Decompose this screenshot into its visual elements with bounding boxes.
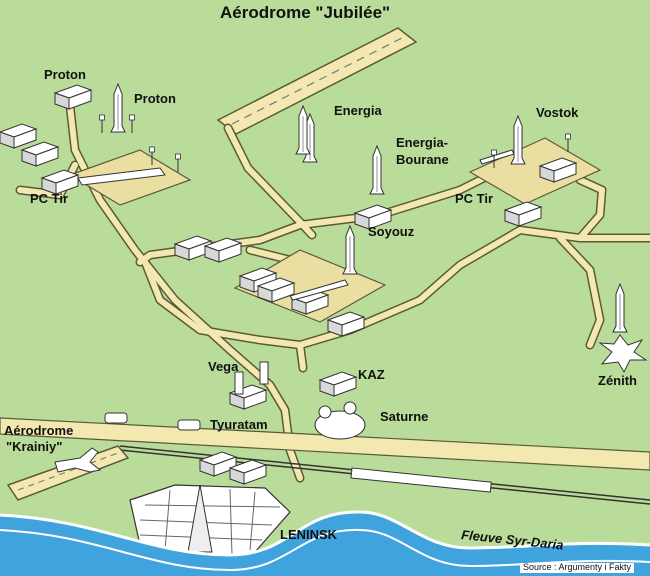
label-source: Source : Argumenty i Fakty <box>520 562 635 573</box>
cars <box>104 412 201 431</box>
label-tyuratam: Tyuratam <box>210 417 268 432</box>
label-energia: Energia <box>334 103 382 118</box>
label-pc-tir-right: PC Tir <box>455 191 494 206</box>
zenith-burst <box>598 334 648 374</box>
label-vega: Vega <box>208 359 239 374</box>
label-energia-bourane-1: Energia- <box>396 135 449 150</box>
label-aerodrome-krainiy-1: Aérodrome <box>4 423 74 438</box>
label-zenith: Zénith <box>598 373 637 388</box>
highway <box>0 417 650 471</box>
label-proton-site: Proton <box>44 67 86 82</box>
runway-krainiy <box>6 445 130 501</box>
label-kaz: KAZ <box>358 367 385 382</box>
train <box>350 467 492 493</box>
saturne-dishes <box>314 401 366 440</box>
label-proton-rocket: Proton <box>134 91 176 106</box>
label-aerodrome-krainiy-2: "Krainiy" <box>6 439 63 454</box>
rockets <box>77 83 628 333</box>
label-vostok: Vostok <box>536 105 579 120</box>
label-energia-bourane-2: Bourane <box>396 152 449 167</box>
map-title: Aérodrome "Jubilée" <box>220 3 391 22</box>
label-saturne: Saturne <box>380 409 429 424</box>
label-leninsk: LENINSK <box>280 527 338 542</box>
vega-towers <box>229 361 269 410</box>
label-soyouz: Soyouz <box>368 224 415 239</box>
label-pc-tir-left: PC Tir <box>30 191 69 206</box>
